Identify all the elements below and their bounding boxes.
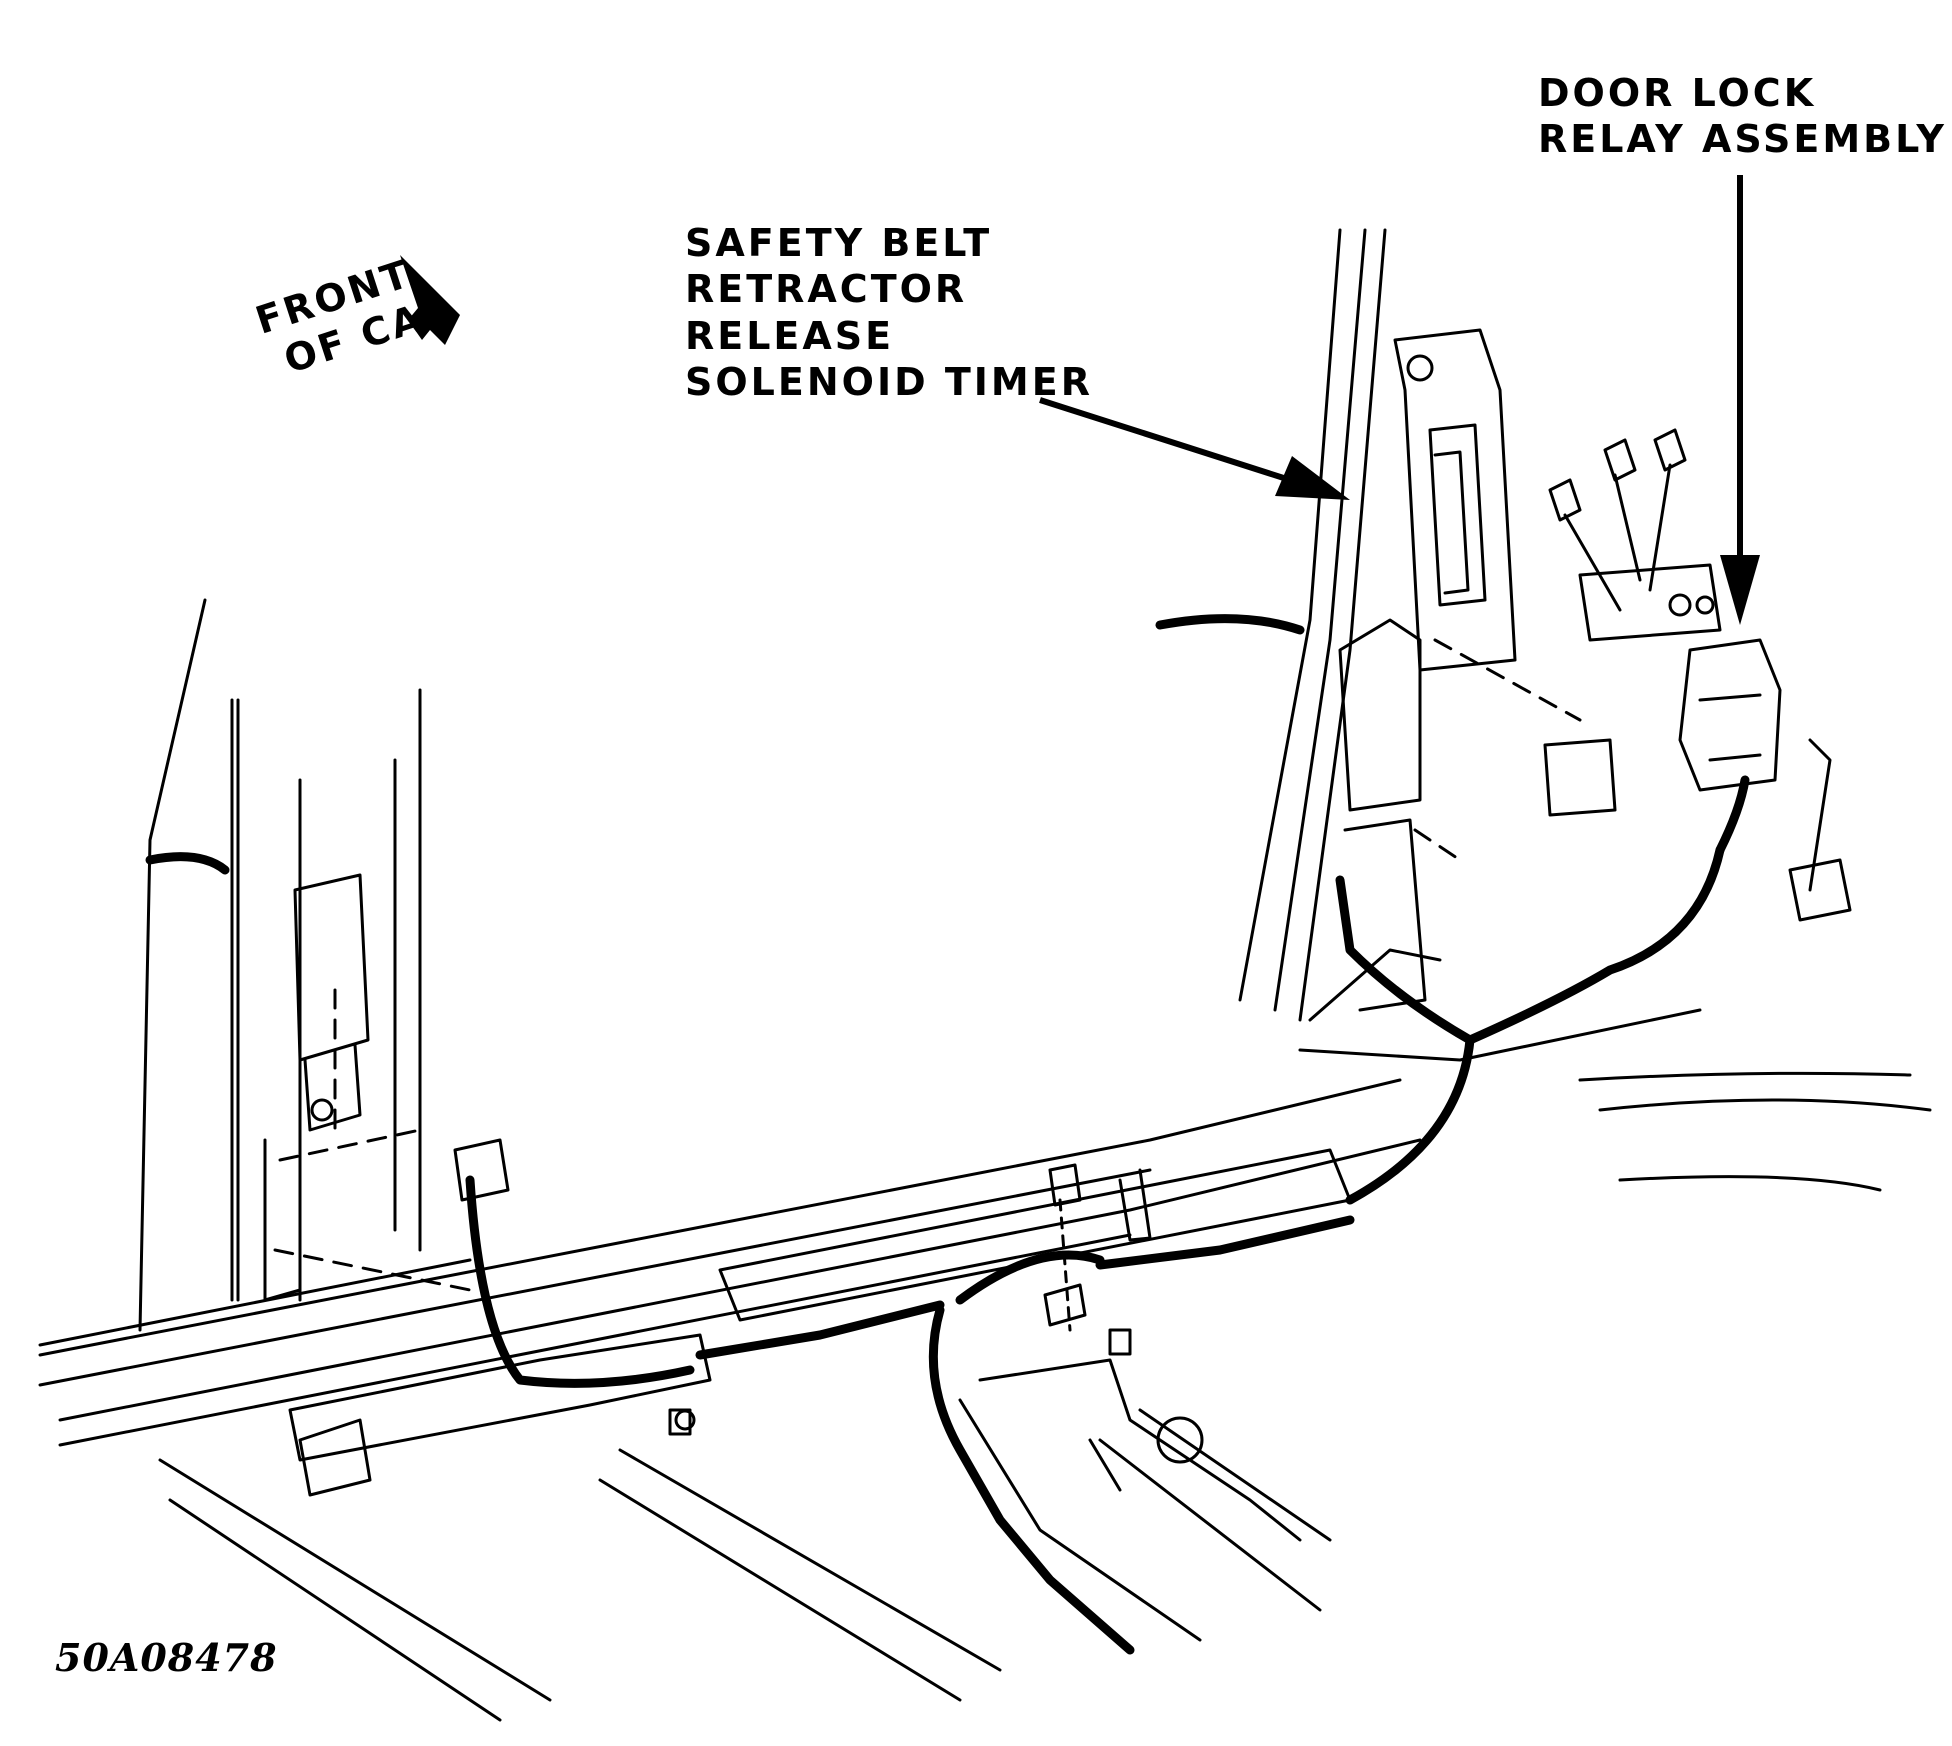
- connectors: [453, 1138, 1132, 1436]
- figure-id: 50A08478: [55, 1635, 278, 1680]
- label-line: DOOR LOCK: [1538, 71, 1817, 115]
- label-line: SAFETY BELT: [685, 221, 993, 265]
- dashed-guides: [273, 638, 1582, 1292]
- label-line: SOLENOID TIMER: [685, 360, 1093, 405]
- label-line: RELEASE: [685, 313, 895, 358]
- label-line: RELAY ASSEMBLY: [1538, 117, 1947, 162]
- body-structure: [38, 228, 1932, 1722]
- label-door-lock-relay-assembly: DOOR LOCK RELAY ASSEMBLY: [1538, 70, 1947, 163]
- wiring-harness: [145, 614, 1750, 1655]
- label-line: RETRACTOR: [685, 267, 968, 312]
- label-safety-belt-timer: SAFETY BELT RETRACTOR RELEASE SOLENOID T…: [685, 220, 1093, 405]
- front-direction-arrow-icon: [400, 255, 460, 345]
- pointer-arrows: [400, 175, 1760, 625]
